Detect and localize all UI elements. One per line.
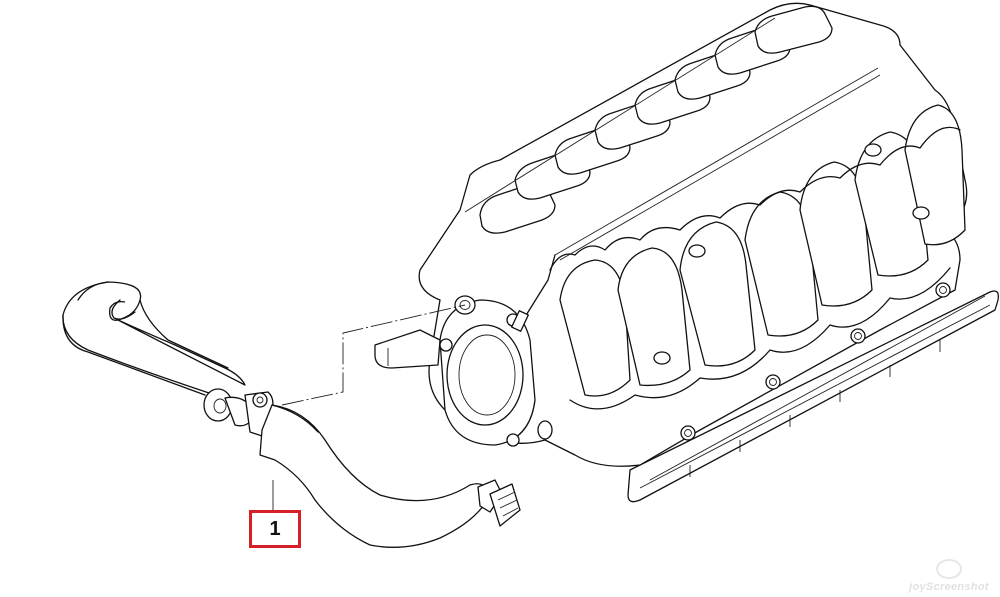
intake-manifold xyxy=(374,2,999,503)
hose-end-connector xyxy=(477,479,521,527)
injector-bosses xyxy=(653,143,930,365)
throttle-body xyxy=(439,295,553,447)
callout-label: 1 xyxy=(269,517,281,540)
side-runners xyxy=(559,104,966,397)
leader-lines xyxy=(272,304,466,512)
ventilation-hose xyxy=(62,281,521,548)
watermark-text: joyScreenshot xyxy=(909,581,989,593)
watermark: joyScreenshot xyxy=(904,551,994,593)
watermark-logo-icon xyxy=(936,559,962,579)
plenum-runner-pads xyxy=(479,5,833,234)
callout-1[interactable]: 1 xyxy=(249,510,301,548)
bolt-holes xyxy=(680,282,951,441)
